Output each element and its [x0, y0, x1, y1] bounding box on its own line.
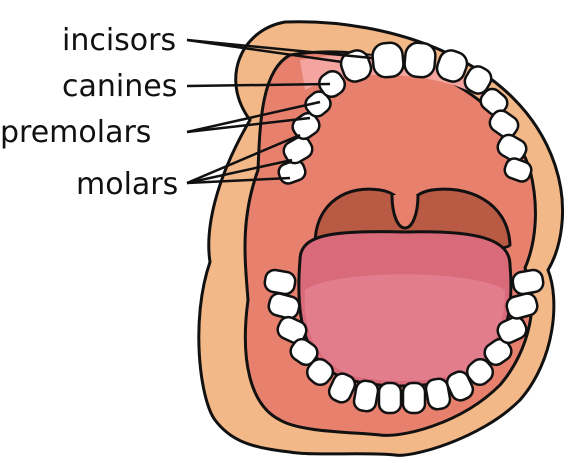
lower-molar	[511, 269, 544, 296]
lower-incisor	[379, 383, 401, 413]
lower-incisor	[353, 379, 380, 412]
label-canines: canines	[62, 70, 177, 104]
label-premolars: premolars	[0, 116, 151, 150]
upper-incisor	[372, 42, 405, 78]
upper-incisor	[404, 42, 437, 78]
label-incisors: incisors	[62, 24, 176, 58]
lower-molar	[263, 269, 296, 296]
lower-incisor	[403, 383, 425, 413]
label-molars: molars	[76, 168, 178, 202]
